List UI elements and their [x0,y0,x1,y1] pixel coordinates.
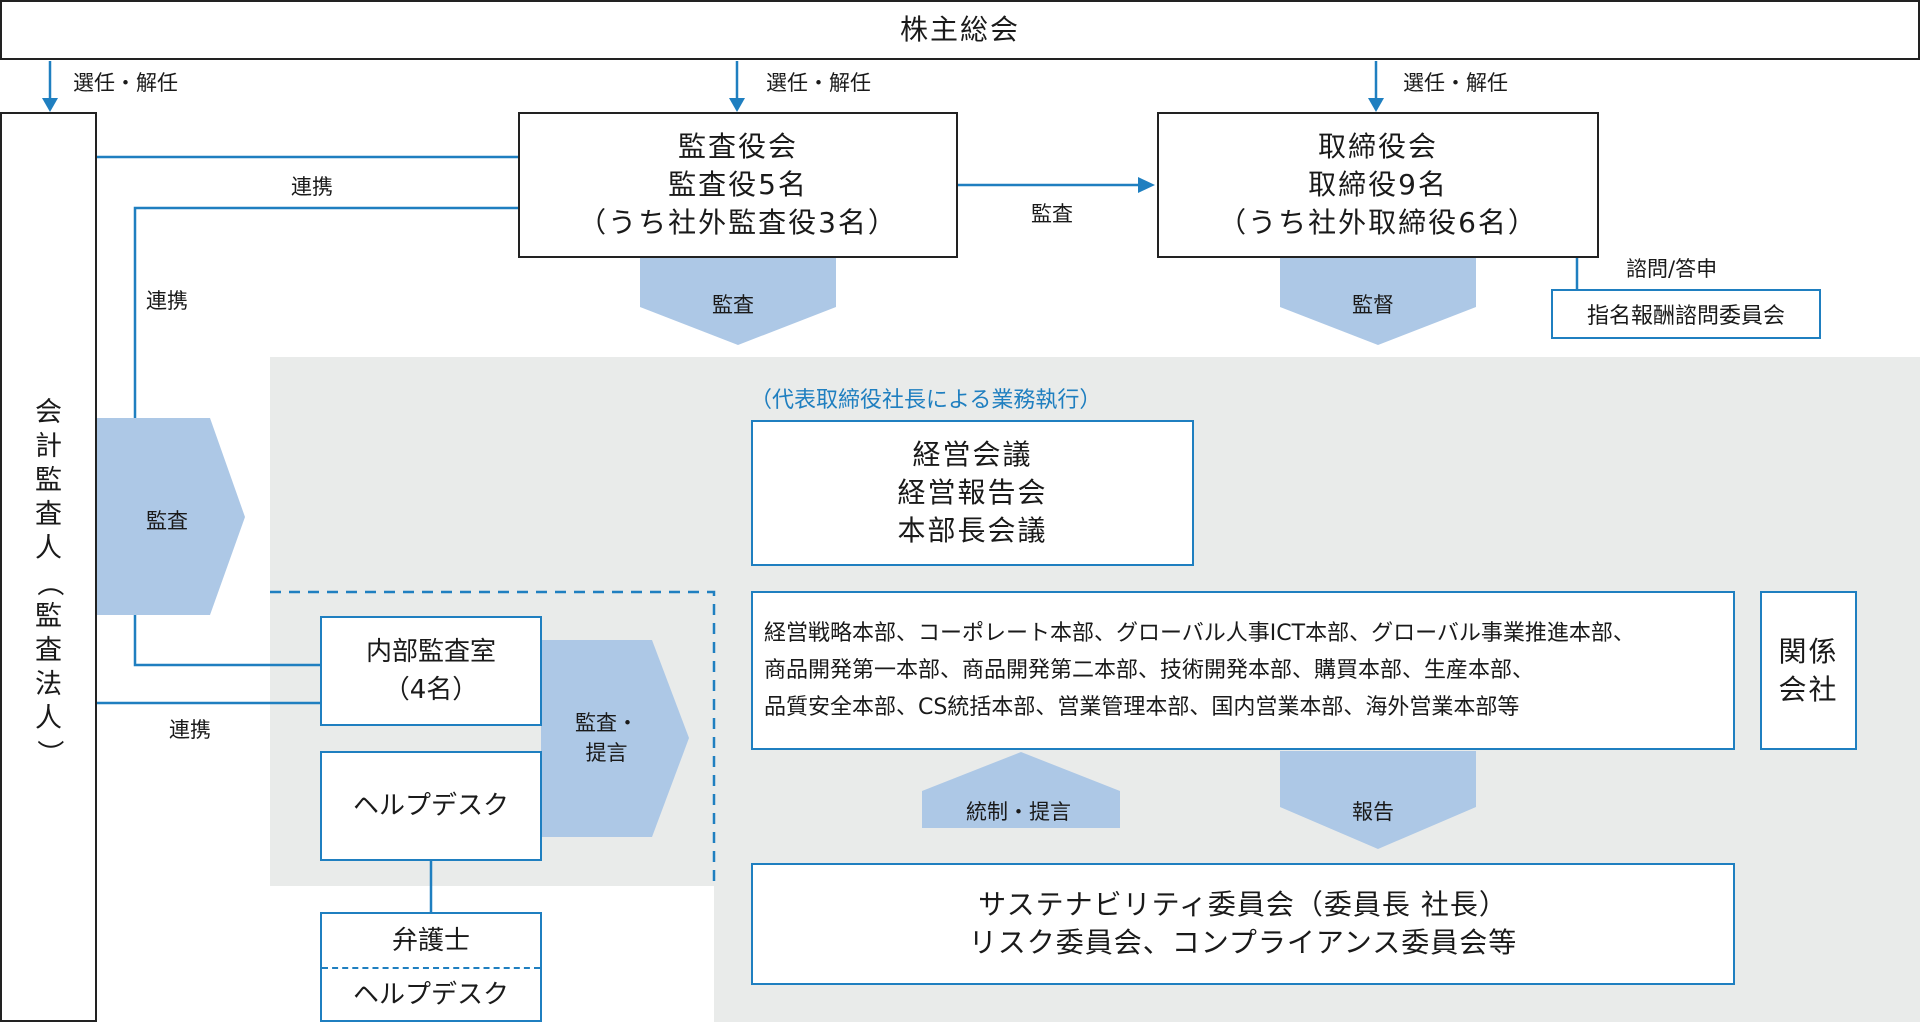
auditor-char: 査 [35,635,62,666]
auditor-char: 査 [35,499,62,530]
auditor-char: ） [33,739,65,767]
internal-audit-box: 内部監査室 （4名） [320,616,542,726]
internal-audit-count: （4名） [383,675,479,705]
internal-arrow-label-line2: 提言 [585,741,628,765]
board-title: 取締役会 [1317,130,1438,163]
renkei-label-top: 連携 [291,175,333,199]
audit-board-outside: （うち社外監査役3名） [578,206,898,239]
divisions-line-3: 品質安全本部、CS統括本部、営業管理本部、国内営業本部、海外営業本部等 [764,695,1520,720]
nomination-committee-label: 指名報酬諮問委員会 [1586,304,1785,329]
internal-arrow-label: 監査・ 提言 [575,708,638,768]
helpdesk-box: ヘルプデスク [320,751,542,861]
audit-board-title: 監査役会 [677,130,798,163]
shareholders-meeting-label: 株主総会 [899,13,1020,46]
governance-up-arrow [922,752,1120,828]
lawyer-box: 弁護士 ヘルプデスク [320,912,542,1022]
governance-arrow-label: 統制・提言 [966,800,1071,824]
sustainability-committee-box: サステナビリティ委員会（委員長 社長） リスク委員会、コンプライアンス委員会等 [751,863,1735,985]
auditor-char: 監 [35,465,62,496]
audit-board-count: 監査役5名 [668,168,808,201]
lawyer-helpdesk-label: ヘルプデスク [352,979,509,1010]
appoint-label-2: 選任・解任 [766,71,871,95]
auditor-char: 監 [35,601,62,632]
divisions-line-2: 商品開発第一本部、商品開発第二本部、技術開発本部、購買本部、生産本部、 [764,658,1535,683]
auditor-arrow-label: 監査 [146,509,188,533]
nomination-committee-box: 指名報酬諮問委員会 [1551,289,1821,339]
helpdesk-label: ヘルプデスク [352,791,509,821]
renkei-label-left: 連携 [146,289,188,313]
division-heads-meeting: 本部長会議 [897,514,1048,547]
renkei-label-bottom: 連携 [169,718,211,742]
divisions-line-1: 経営戦略本部、コーポレート本部、グローバル人事ICT本部、グローバル事業推進本部… [764,621,1635,646]
accounting-auditor-box: 会 計 監 査 人 （ 監 査 法 人 ） [0,112,97,1022]
report-arrow-label: 報告 [1352,800,1394,824]
audit-arrow-label: 監査 [712,293,754,317]
auditor-char: （ [33,569,65,597]
internal-right-arrow [541,640,689,837]
supervise-down-arrow [1280,257,1476,345]
management-meeting-box: 経営会議 経営報告会 本部長会議 [751,420,1194,566]
divisions-box: 経営戦略本部、コーポレート本部、グローバル人事ICT本部、グローバル事業推進本部… [751,591,1735,750]
management-meeting: 経営会議 [912,438,1033,471]
affiliates-line-2: 会社 [1778,672,1839,706]
appoint-label-1: 選任・解任 [73,71,178,95]
kansa-label-mid: 監査 [1031,202,1073,226]
auditor-char: 法 [35,669,62,700]
audit-board-box: 監査役会 監査役5名 （うち社外監査役3名） [518,112,958,258]
appoint-label-3: 選任・解任 [1403,71,1508,95]
auditor-right-arrow [97,418,245,615]
management-report-meeting: 経営報告会 [897,476,1048,509]
internal-arrow-label-line1: 監査・ [575,711,638,735]
auditor-char: 人 [35,533,62,564]
affiliates-box: 関係 会社 [1760,591,1857,750]
report-down-arrow [1280,751,1476,849]
lawyer-label: 弁護士 [391,925,470,956]
sustainability-committee-title: サステナビリティ委員会（委員長 社長） [978,888,1508,921]
auditor-char: 計 [35,431,62,462]
execution-heading: （代表取締役社長による業務執行） [750,388,1102,413]
board-of-directors-box: 取締役会 取締役9名 （うち社外取締役6名） [1157,112,1599,258]
board-outside: （うち社外取締役6名） [1218,206,1538,239]
audit-down-arrow [640,257,836,345]
auditor-char: 会 [35,397,62,428]
shareholders-meeting-box: 株主総会 [0,0,1920,60]
affiliates-line-1: 関係 [1778,634,1839,668]
auditor-char: 人 [35,703,62,734]
risk-compliance-committees: リスク委員会、コンプライアンス委員会等 [968,926,1518,959]
supervise-arrow-label: 監督 [1352,293,1394,317]
board-count: 取締役9名 [1308,168,1448,201]
advisory-label: 諮問/答申 [1626,257,1718,281]
lawyer-divider [322,967,540,969]
internal-audit-title: 内部監査室 [365,637,496,667]
